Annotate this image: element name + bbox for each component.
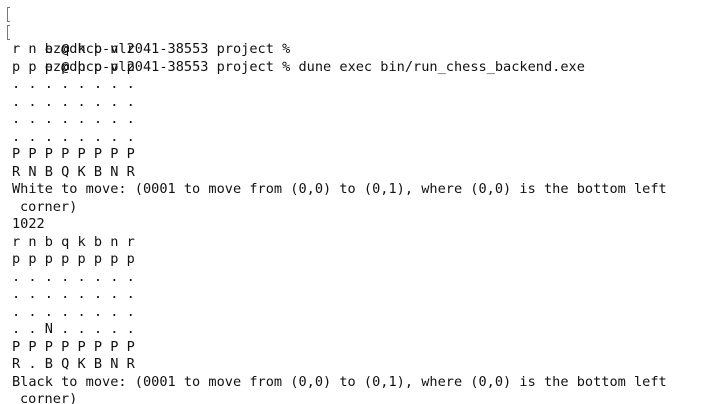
command-mark-icon <box>7 24 10 40</box>
move-prompt-wrap: corner) <box>20 198 78 215</box>
user-input-line: 1022 <box>12 216 45 232</box>
board-row: . . . . . . . . <box>12 268 135 285</box>
board-row: . . . . . . . . <box>12 303 135 320</box>
board-row: . . . . . . . . <box>12 286 135 302</box>
move-prompt: Black to move: (0001 to move from (0,0) … <box>12 373 667 390</box>
board-row: . . . . . . . . <box>12 93 135 110</box>
move-prompt: White to move: (0001 to move from (0,0) … <box>12 181 667 197</box>
board-row: p p p p p p p p <box>12 58 135 75</box>
board-row: p p p p p p p p <box>12 251 135 267</box>
board-row: P P P P P P P P <box>12 146 135 162</box>
line-text: ez@dhcp-vl2041-38553 project % dune exec… <box>44 58 585 75</box>
command-line: ez@dhcp-vl2041-38553 project % dune exec… <box>0 24 720 75</box>
board-row: R N B Q K B N R <box>12 163 135 180</box>
move-prompt-wrap: corner) <box>20 391 78 404</box>
line-text: ez@dhcp-vl2041-38553 project % <box>44 41 291 57</box>
board-row: r n b q k b n r <box>12 41 135 57</box>
board-row: . . . . . . . . <box>12 76 135 92</box>
prompt-line: ez@dhcp-vl2041-38553 project % <box>0 6 720 57</box>
board-row: . . . . . . . . <box>12 128 135 145</box>
board-row: P P P P P P P P <box>12 338 135 355</box>
board-row: . . . . . . . . <box>12 111 135 127</box>
board-row: R . B Q K B N R <box>12 356 135 372</box>
board-row: r n b q k b n r <box>12 233 135 250</box>
board-row: . . N . . . . . <box>12 321 135 337</box>
command-mark-icon <box>7 7 10 22</box>
